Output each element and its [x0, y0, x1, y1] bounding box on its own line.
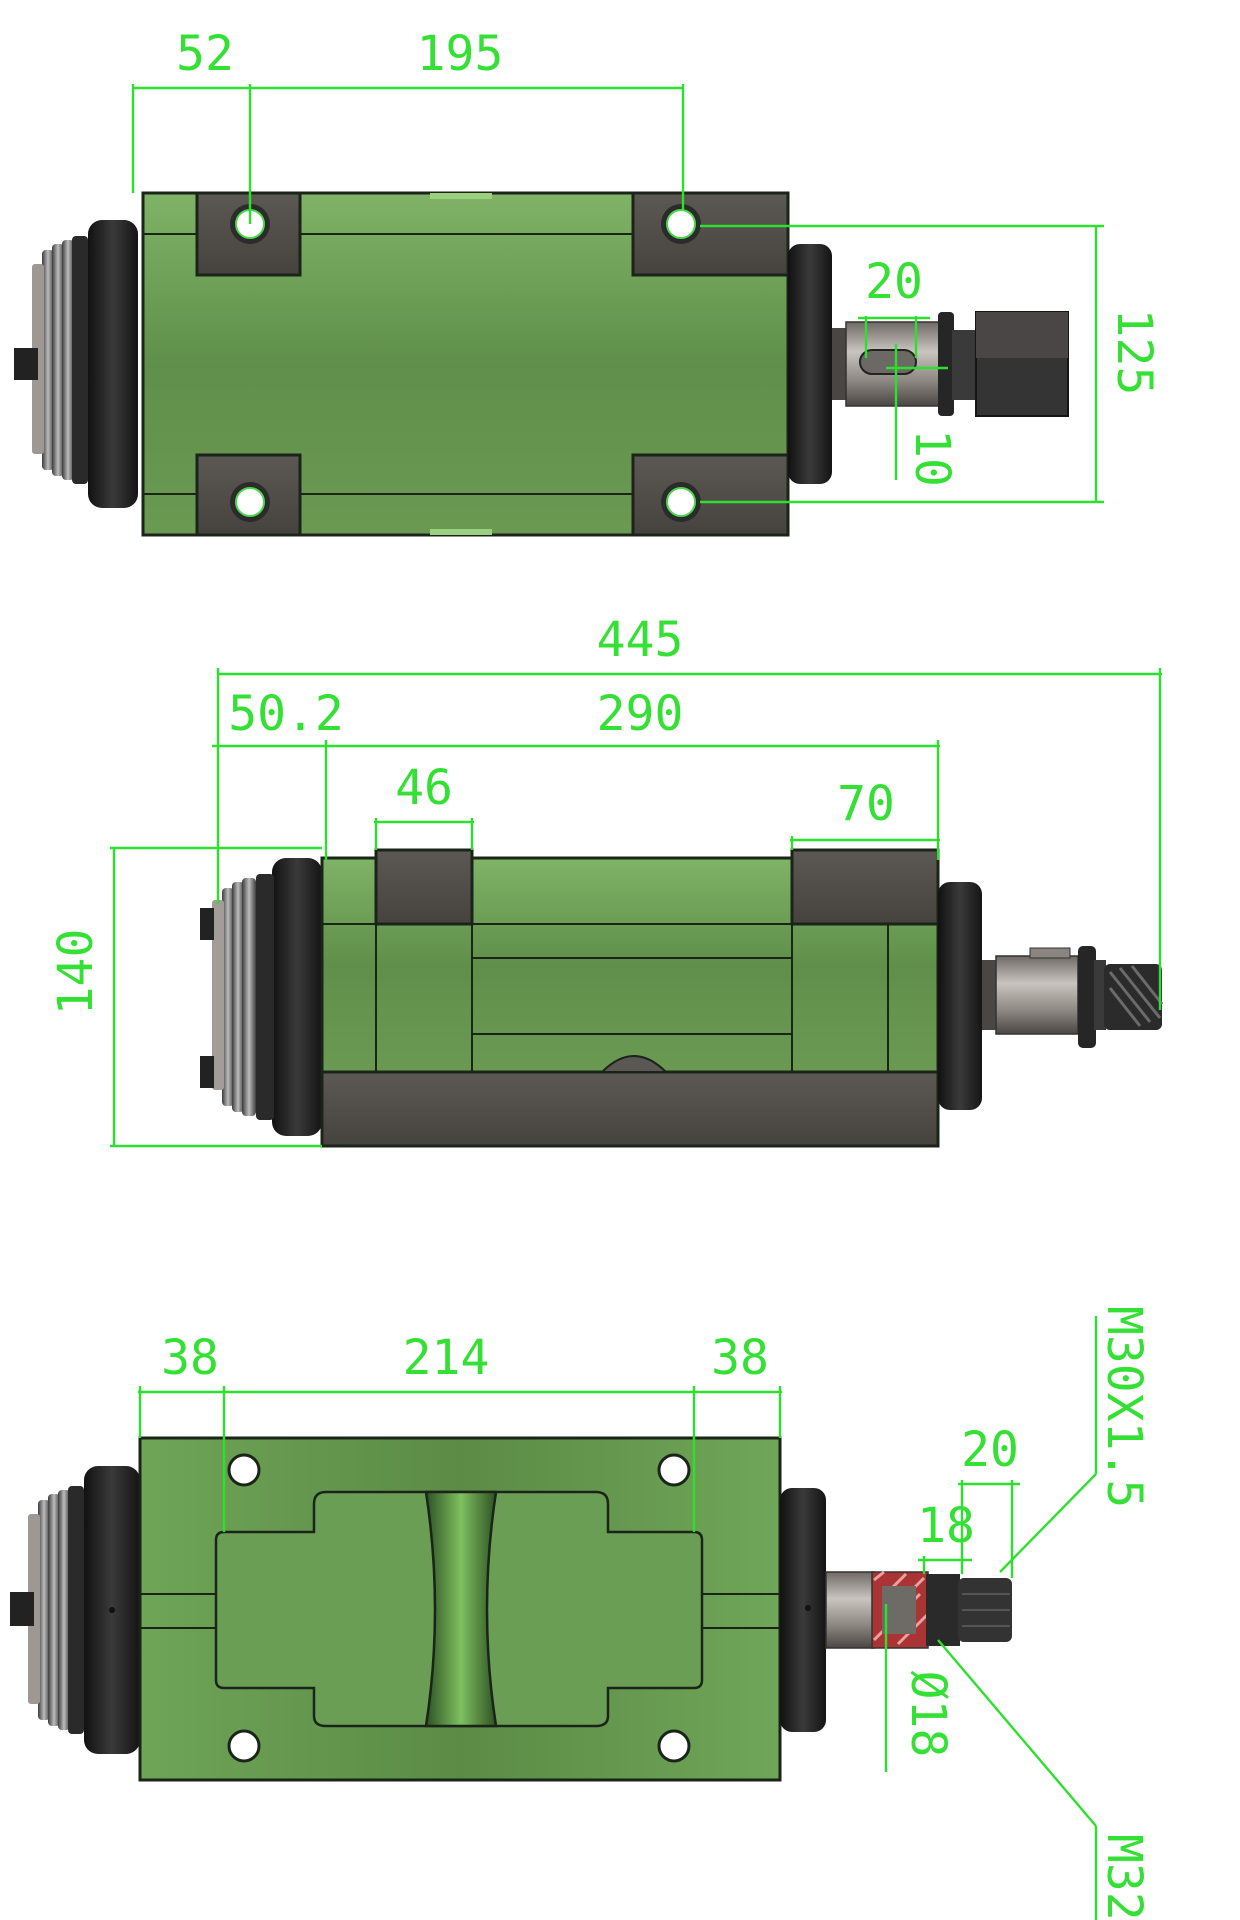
dim-hole-spacing: 195: [417, 26, 504, 82]
dimension-lines: [131, 84, 1104, 504]
base-plate: [320, 1070, 940, 1148]
mount-hole: [227, 1729, 261, 1763]
rear-cap: [200, 858, 322, 1136]
top-view: 52 195 20 10 125: [14, 26, 1162, 537]
dim-overall-length: 445: [597, 612, 684, 668]
dim-thread-length: 20: [961, 1422, 1019, 1478]
dim-hole-spacing-bottom: 214: [403, 1330, 490, 1386]
dim-width: 125: [1106, 309, 1162, 396]
dim-shaft-length: 18: [917, 1498, 975, 1554]
front-flange: [780, 1488, 826, 1732]
dim-thread-bottom: M32X: [1096, 1834, 1152, 1920]
center-rib: [424, 1490, 498, 1728]
mount-pad: [631, 453, 790, 537]
rear-cap: [10, 1466, 140, 1754]
dim-shaft-diameter: Ø18: [900, 1671, 956, 1758]
dim-thread-top: M30X1.5: [1096, 1306, 1152, 1508]
mount-hole: [227, 1453, 261, 1487]
side-view: 445 50.2 290 46 70 140: [48, 612, 1164, 1148]
dim-hole-offset: 52: [176, 26, 234, 82]
front-flange: [788, 244, 832, 484]
spindle: [982, 946, 1164, 1048]
dim-flange-offset: 50.2: [228, 686, 344, 742]
mount-hole: [661, 482, 701, 522]
dim-left-margin: 38: [161, 1330, 219, 1386]
dim-key-width: 20: [865, 254, 923, 310]
rear-cap: [14, 220, 138, 508]
mount-pad: [374, 848, 474, 926]
front-flange: [938, 882, 982, 1110]
mount-pad: [790, 848, 940, 926]
spindle: [825, 1570, 1012, 1649]
mount-hole: [661, 204, 701, 244]
dimension-lines: [110, 668, 1162, 1148]
dim-height: 140: [48, 929, 104, 1016]
dim-body-length: 290: [597, 686, 684, 742]
dim-rear-pad: 70: [837, 776, 895, 832]
bottom-view: 38 214 38 20 18 Ø18 M30X1.5 M32X: [10, 1306, 1152, 1920]
dim-key-depth: 10: [904, 429, 960, 487]
dim-right-margin: 38: [711, 1330, 769, 1386]
mount-hole: [657, 1729, 691, 1763]
mount-pad: [631, 191, 790, 277]
spindle: [832, 311, 1069, 417]
dimension-lines: [138, 1316, 1098, 1920]
mount-hole: [657, 1453, 691, 1487]
mount-hole: [230, 482, 270, 522]
dim-front-pad: 46: [395, 760, 453, 816]
